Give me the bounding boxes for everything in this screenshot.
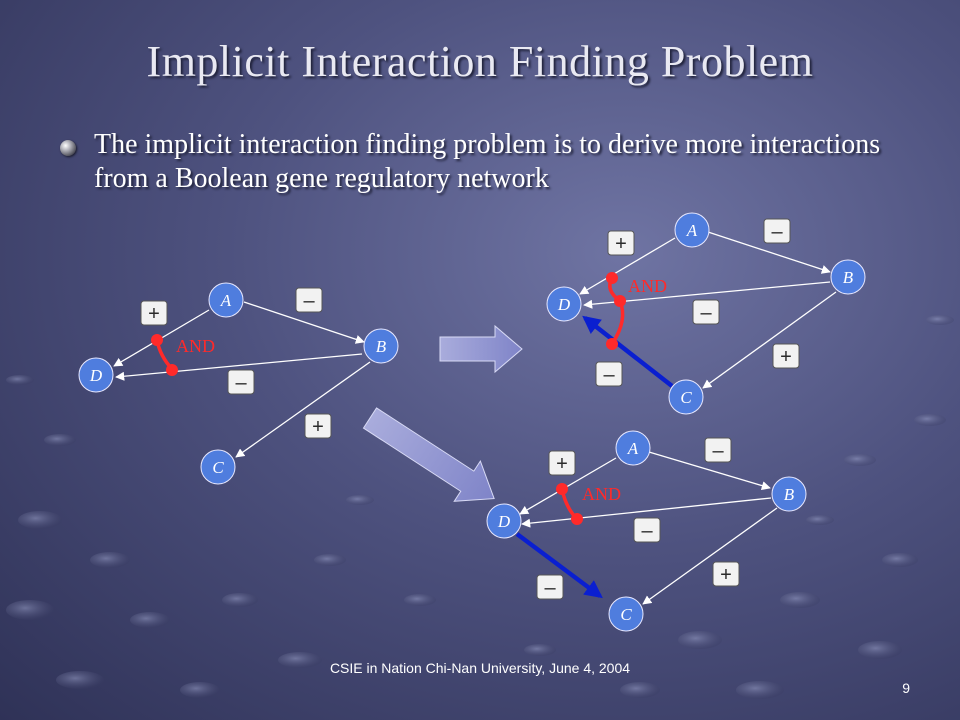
edge-b-to-c [642, 507, 778, 605]
node-c: C [200, 449, 236, 485]
sign-box: – [704, 437, 732, 463]
page-title: Implicit Interaction Finding Problem [146, 37, 814, 86]
node-a: A [208, 282, 244, 318]
sign-label: – [700, 302, 712, 324]
node-label: C [620, 605, 632, 624]
sign-label: + [780, 346, 792, 368]
sign-box: + [607, 230, 635, 256]
and-label: AND [628, 276, 667, 296]
sign-label: – [235, 372, 247, 394]
and-dot [556, 483, 568, 495]
sign-box: + [140, 300, 168, 326]
and-connector [608, 277, 625, 345]
sign-label: + [148, 303, 160, 325]
and-dot [606, 338, 618, 350]
edge-b-to-c [702, 291, 837, 389]
node-d: D [546, 286, 582, 322]
node-label: B [376, 337, 387, 356]
sign-box: – [633, 517, 661, 543]
and-label: AND [582, 484, 621, 504]
sign-box: – [227, 369, 255, 395]
diagram-original: AND A B C D + – – + [78, 282, 399, 485]
edge-b-to-d [115, 353, 363, 381]
edge-c-to-d-derived [582, 315, 674, 388]
sign-label: + [720, 564, 732, 586]
edge-b-to-c [235, 361, 371, 458]
sign-label: – [771, 221, 783, 243]
sign-label: + [312, 416, 324, 438]
sign-label: – [641, 520, 653, 542]
node-b: B [771, 476, 807, 512]
sign-box: – [595, 361, 623, 387]
sign-label: – [544, 577, 556, 599]
node-a: A [615, 430, 651, 466]
diagram-derived-c-to-d: AND A B C D + – – + – [546, 212, 866, 415]
node-d: D [78, 357, 114, 393]
and-dot [614, 295, 626, 307]
node-label: A [686, 221, 698, 240]
sign-box: + [772, 343, 800, 369]
node-c: C [668, 379, 704, 415]
node-label: D [497, 512, 511, 531]
sign-box: – [295, 287, 323, 313]
node-a: A [674, 212, 710, 248]
node-c: C [608, 596, 644, 632]
node-label: B [843, 268, 854, 287]
edge-a-to-b [648, 451, 771, 491]
node-label: C [212, 458, 224, 477]
and-dot [166, 364, 178, 376]
page-number: 9 [902, 680, 910, 696]
edge-a-to-d [519, 457, 617, 515]
node-label: A [627, 439, 639, 458]
sign-label: – [712, 440, 724, 462]
diagonal-arrow-icon [362, 407, 495, 502]
node-label: B [784, 485, 795, 504]
sign-label: – [603, 364, 615, 386]
node-label: A [220, 291, 232, 310]
edge-a-to-d [579, 237, 676, 295]
and-dot [151, 334, 163, 346]
sign-label: + [556, 453, 568, 475]
node-label: C [680, 388, 692, 407]
and-dot [571, 513, 583, 525]
node-d: D [486, 503, 522, 539]
sign-box: + [712, 561, 740, 587]
diagram-derived-d-to-c: AND A B C D + – – + – [486, 430, 807, 632]
and-dot [606, 272, 618, 284]
and-label: AND [176, 336, 215, 356]
right-arrow-icon [439, 324, 523, 374]
node-label: D [89, 366, 103, 385]
sign-box: + [548, 450, 576, 476]
sign-box: – [692, 299, 720, 325]
edge-a-to-b [707, 231, 831, 274]
edge-d-to-c-derived [515, 532, 603, 599]
sign-label: – [303, 290, 315, 312]
bullet-text: The implicit interaction finding problem… [94, 129, 881, 194]
node-label: D [557, 295, 571, 314]
footer-text: CSIE in Nation Chi-Nan University, June … [329, 660, 631, 676]
bullet-icon [60, 140, 76, 156]
node-b: B [363, 328, 399, 364]
edge-b-to-d [521, 497, 772, 528]
sign-box: – [536, 574, 564, 600]
sign-box: + [304, 413, 332, 439]
sign-label: + [615, 233, 627, 255]
sign-box: – [763, 218, 791, 244]
edge-a-to-b [243, 301, 365, 344]
node-b: B [830, 259, 866, 295]
